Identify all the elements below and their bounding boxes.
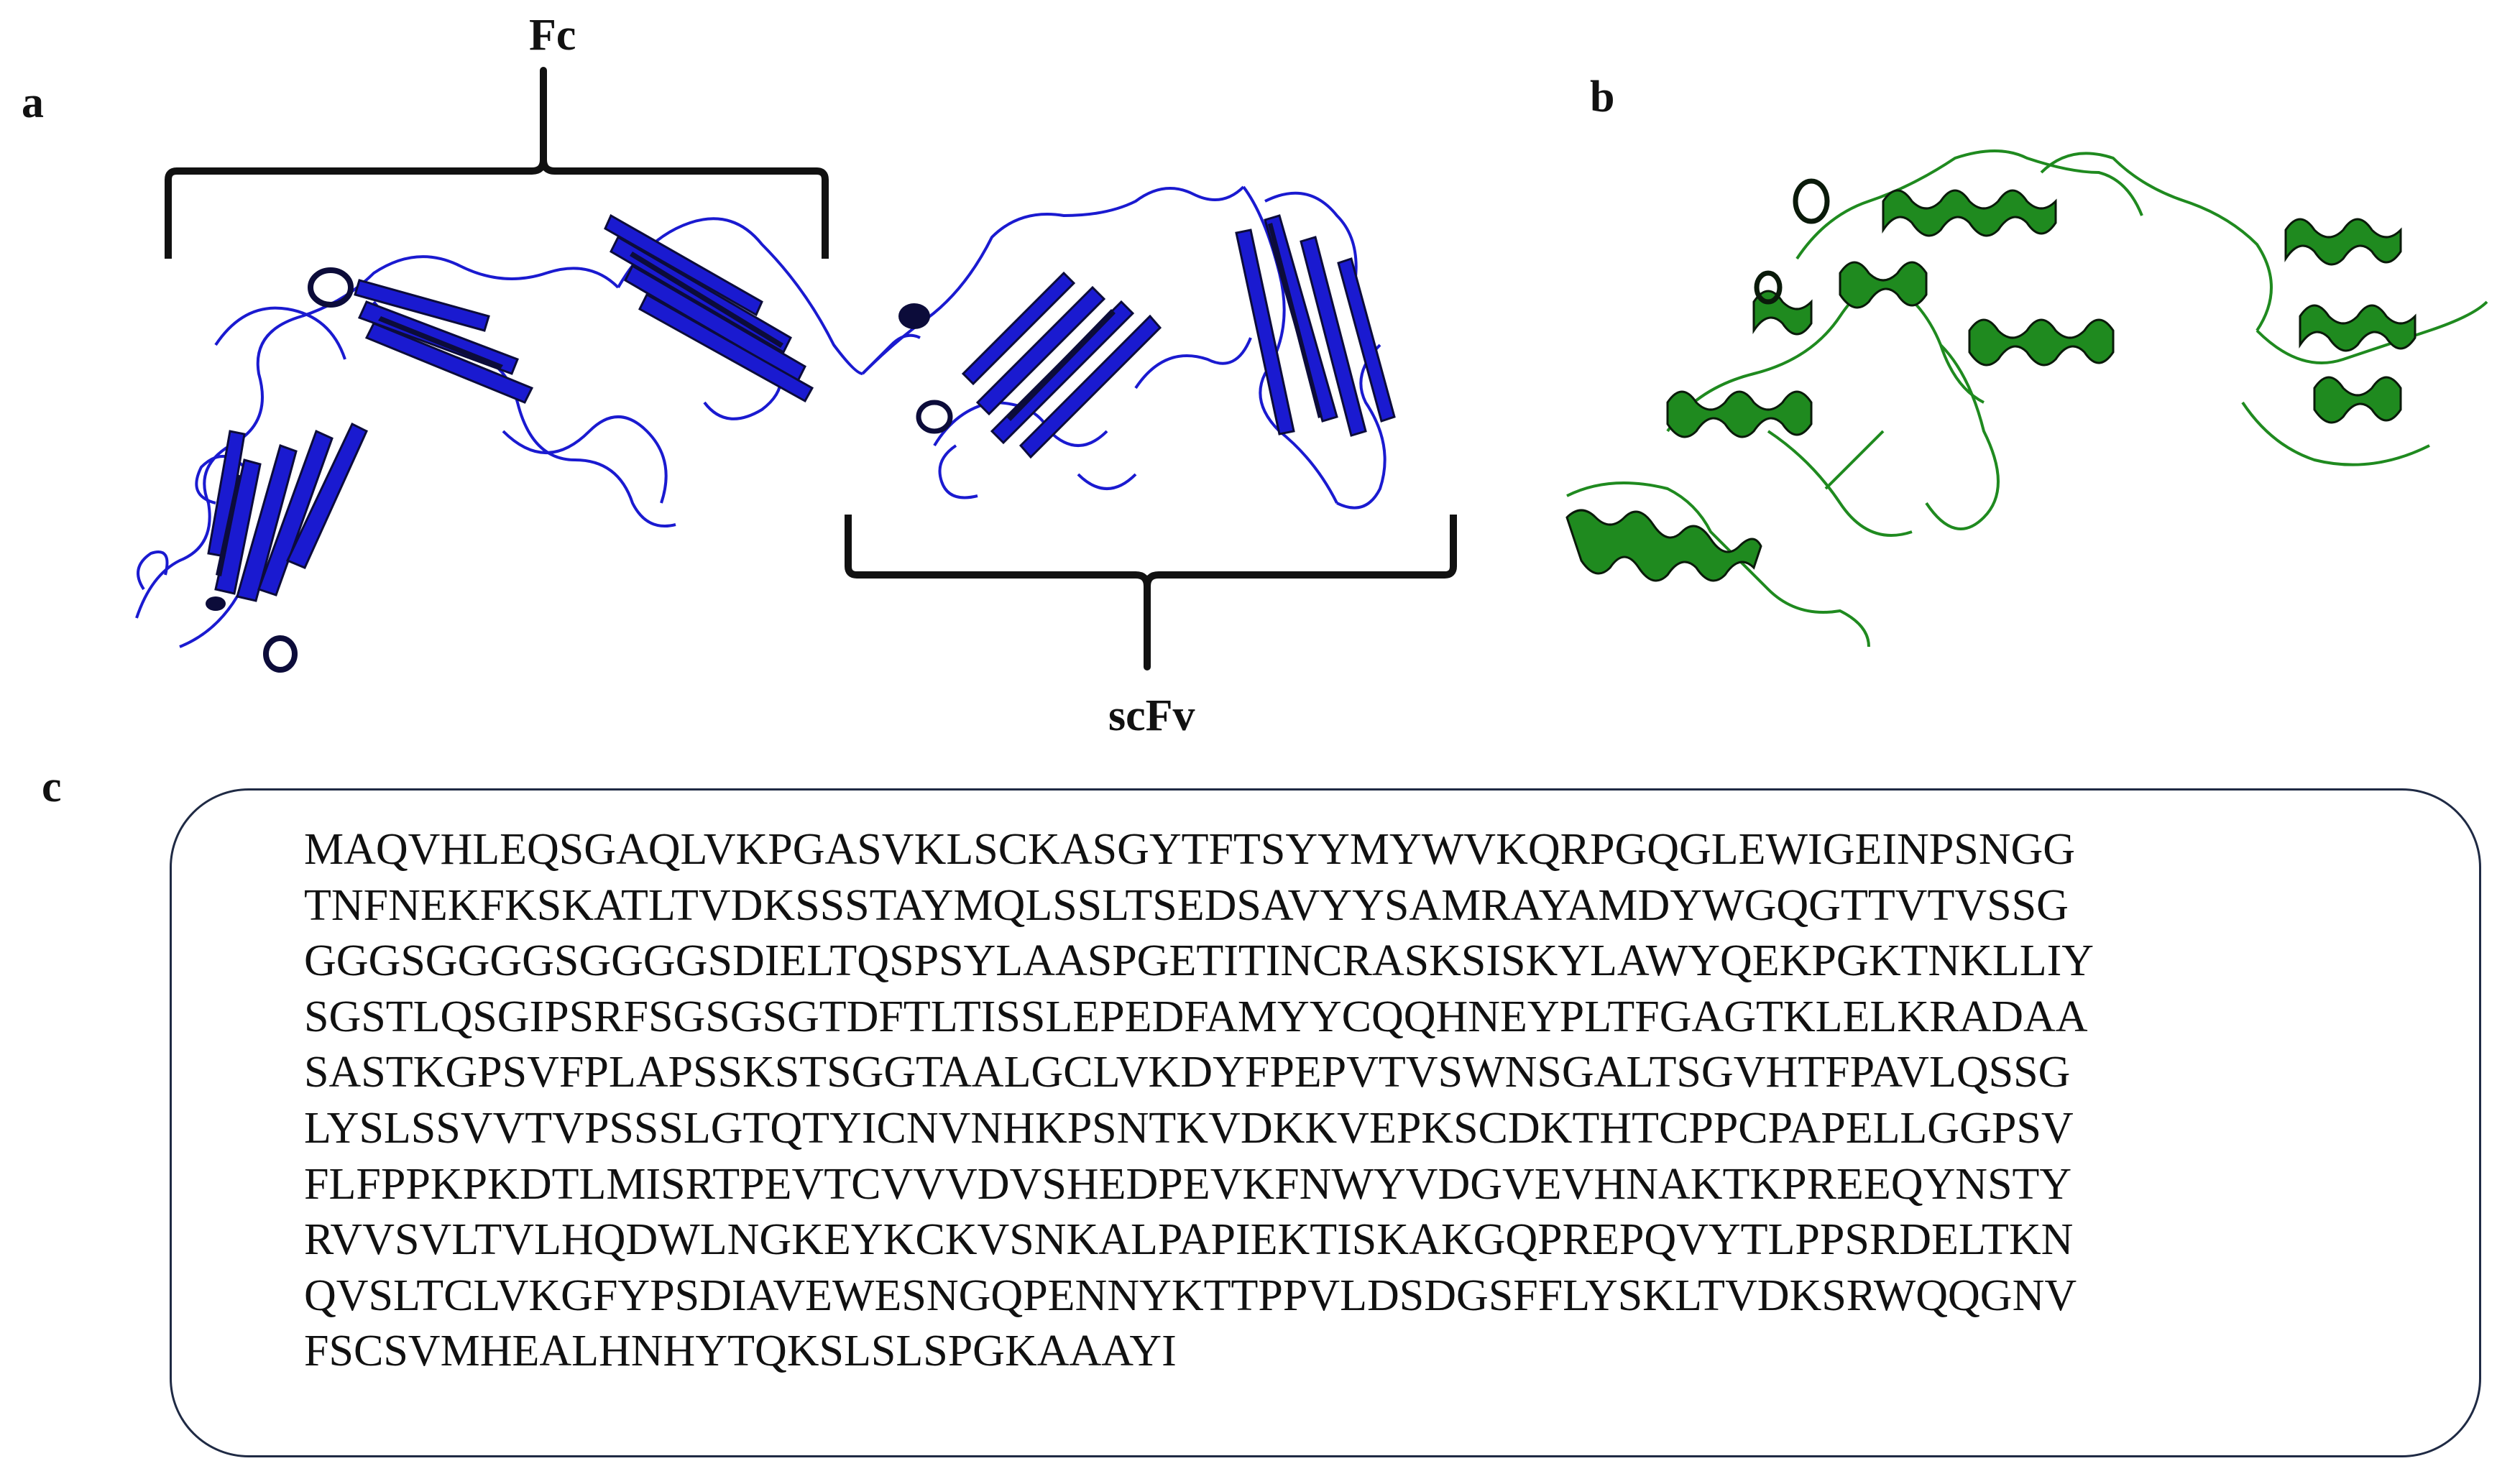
sequence-line: SASTKGPSVFPLAPSSKSTSGGTAALGCLVKDYFPEPVTV… — [304, 1048, 2071, 1097]
sequence-line: FLFPPKPKDTLMISRTPEVTCVVVDVSHEDPEVKFNWYVD… — [304, 1159, 2072, 1209]
panel-label-c: c — [42, 762, 62, 811]
panel-label-b: b — [1590, 73, 1615, 121]
scfv-label: scFv — [1108, 691, 1195, 740]
sequence-line: MAQVHLEQSGAQLVKPGASVKLSCKASGYTFTSYYMYWVK… — [304, 825, 2076, 874]
sequence-text: MAQVHLEQSGAQLVKPGASVKLSCKASGYTFTSYYMYWVK… — [304, 822, 2094, 1380]
panel-a-structure — [135, 67, 1457, 673]
panel-label-a: a — [22, 78, 44, 127]
sequence-line: LYSLSSVVTVPSSSLGTQTYICNVNHKPSNTKVDKKVEPK… — [304, 1103, 2074, 1153]
sequence-line: FSCSVMHEALHNHYTQKSLSLSPGKAAAYI — [304, 1327, 1177, 1376]
sequence-box: MAQVHLEQSGAQLVKPGASVKLSCKASGYTFTSYYMYWVK… — [170, 788, 2481, 1457]
scfv-bracket — [845, 515, 1457, 670]
fc-bracket — [165, 67, 829, 259]
sequence-line: SGSTLQSGIPSRFSGSGSGTDFTLTISSLEPEDFAMYYCQ… — [304, 992, 2088, 1041]
sequence-line: RVVSVLTVLHQDWLNGKEYKCKVSNKALPAPIEKTISKAK… — [304, 1215, 2074, 1265]
sequence-line: QVSLTCLVKGFYPSDIAVEWESNGQPENNYKTTPPVLDSD… — [304, 1271, 2077, 1320]
sequence-line: TNFNEKFKSKATLTVDKSSSTAYMQLSSLTSEDSAVYYSA… — [304, 880, 2069, 930]
sequence-line: GGGSGGGGSGGGGSDIELTQSPSYLAASPGETITINCRAS… — [304, 936, 2094, 986]
panel-b-structure — [1565, 149, 2488, 647]
fc-label: Fc — [529, 11, 576, 60]
